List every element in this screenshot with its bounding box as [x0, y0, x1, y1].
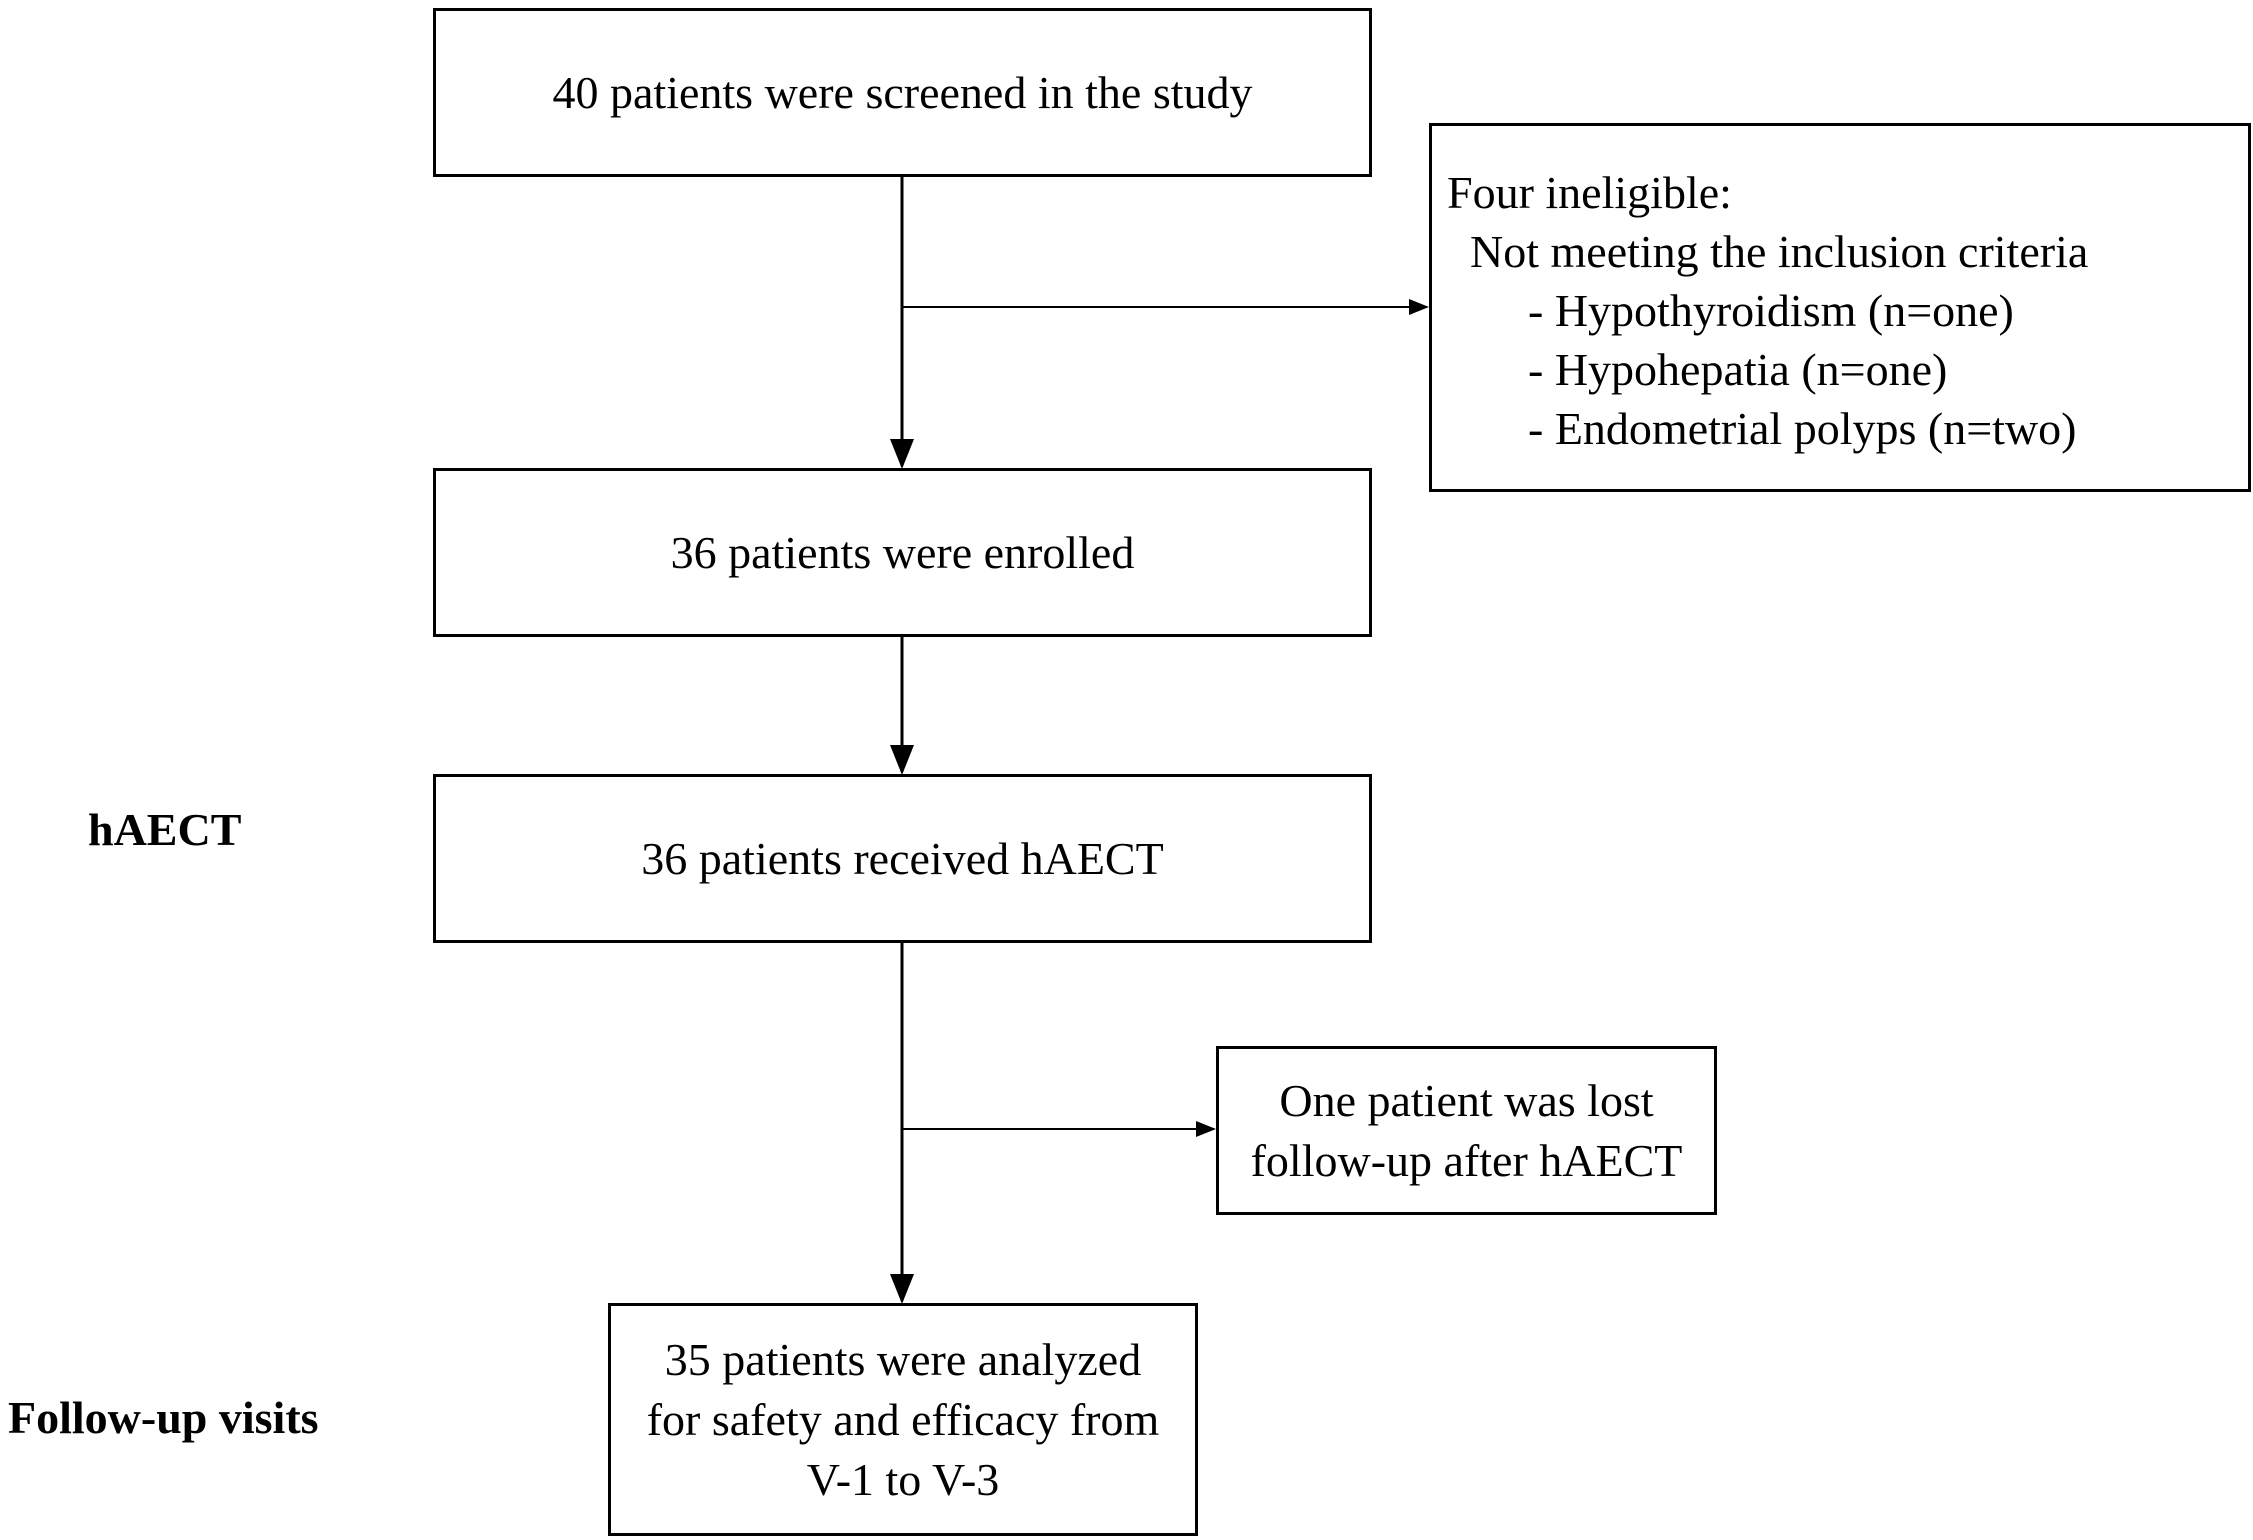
ineligible-item-endometrial-polyps: - Endometrial polyps (n=two) — [1528, 403, 2077, 454]
screened-text: 40 patients were screened in the study — [552, 66, 1253, 118]
lost-followup-box: One patient was lost follow-up after hAE… — [1216, 1046, 1717, 1215]
received-box: 36 patients received hAECT — [433, 774, 1372, 943]
analyzed-line-3: V-1 to V-3 — [806, 1453, 1000, 1505]
ineligible-reason: Not meeting the inclusion criteria — [1470, 226, 2089, 277]
enrolled-text: 36 patients were enrolled — [670, 526, 1135, 578]
lost-followup-line-1: One patient was lost — [1279, 1074, 1654, 1126]
analyzed-line-1: 35 patients were analyzed — [664, 1333, 1142, 1385]
screened-box: 40 patients were screened in the study — [433, 8, 1372, 177]
stage-label-haect: hAECT — [88, 804, 242, 855]
received-text: 36 patients received hAECT — [641, 832, 1164, 884]
analyzed-box: 35 patients were analyzed for safety and… — [608, 1303, 1198, 1536]
analyzed-line-2: for safety and efficacy from — [646, 1393, 1160, 1445]
enrolled-box: 36 patients were enrolled — [433, 468, 1372, 637]
ineligible-box: Four ineligible: Not meeting the inclusi… — [1429, 123, 2251, 492]
lost-followup-line-2: follow-up after hAECT — [1250, 1134, 1683, 1186]
ineligible-item-hypohepatia: - Hypohepatia (n=one) — [1528, 344, 1948, 395]
ineligible-heading: Four ineligible: — [1447, 167, 1732, 218]
ineligible-item-hypothyroidism: - Hypothyroidism (n=one) — [1528, 285, 2014, 336]
stage-label-follow-up: Follow-up visits — [8, 1392, 319, 1443]
